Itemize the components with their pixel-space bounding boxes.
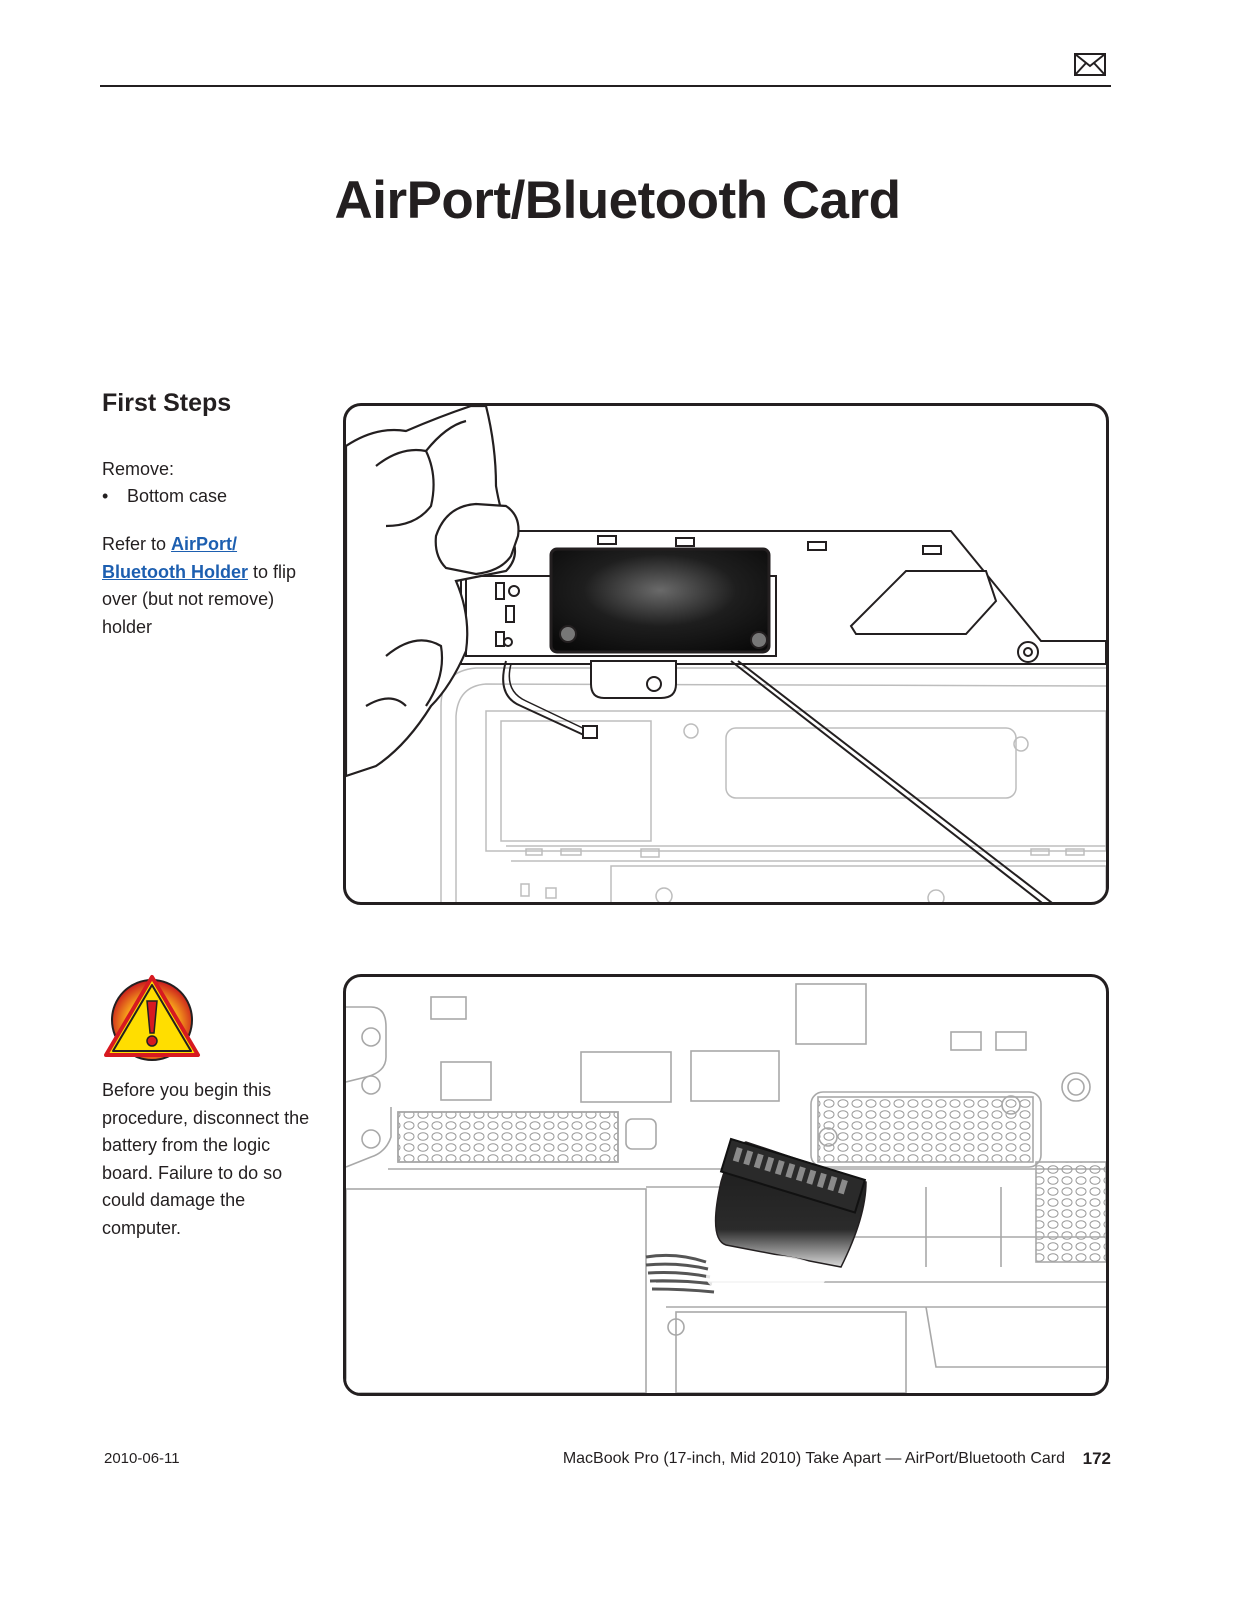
list-item-label: Bottom case <box>127 486 228 506</box>
page-number: 172 <box>1082 1449 1111 1468</box>
remove-label: Remove: <box>102 459 175 479</box>
refer-paragraph: Refer to AirPort/ Bluetooth Holder to fl… <box>102 531 317 641</box>
airport-bluetooth-holder-link[interactable]: AirPort/ Bluetooth Holder <box>102 534 248 582</box>
footer-doc-title: MacBook Pro (17-inch, Mid 2010) Take Apa… <box>562 1450 1065 1467</box>
bullet: • <box>102 486 109 506</box>
mail-icon[interactable] <box>1074 53 1106 76</box>
first-steps-heading: First Steps <box>102 389 232 417</box>
battery-connector-illustration <box>343 974 1109 1396</box>
airport-card-holder-illustration <box>343 403 1109 905</box>
warning-text: Before you begin this procedure, disconn… <box>102 1080 310 1238</box>
warning-icon <box>104 975 200 1061</box>
refer-prefix: Refer to <box>102 534 172 554</box>
page-title: AirPort/Bluetooth Card <box>334 171 901 230</box>
list-item: • Bottom case <box>102 483 227 511</box>
remove-list: • Bottom case <box>102 483 227 511</box>
refer-suffix: to flip over (but not remove) holder <box>102 561 297 637</box>
header-rule <box>100 85 1111 87</box>
footer-date: 2010-06-11 <box>104 1450 180 1467</box>
